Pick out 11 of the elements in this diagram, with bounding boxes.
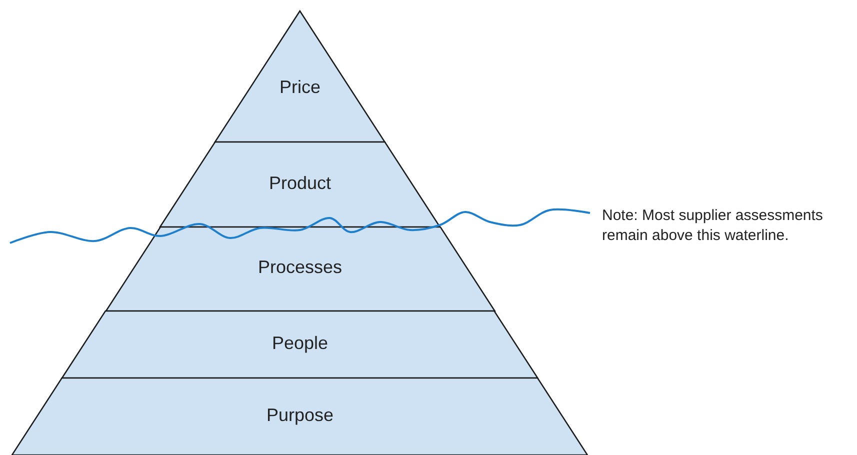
pyramid-tier — [11, 377, 589, 455]
tier-label: Purpose — [266, 404, 334, 426]
note-text: Note: Most supplier assessments remain above this waterline. — [602, 206, 824, 246]
pyramid-tier — [104, 226, 496, 312]
tier-label: Price — [279, 76, 320, 98]
pyramid-tier — [60, 310, 539, 379]
tier-label: People — [272, 332, 328, 354]
pyramid-tier — [158, 141, 442, 228]
pyramid-tier — [214, 10, 386, 143]
tier-label: Processes — [258, 257, 342, 278]
tier-label: Product — [268, 172, 332, 194]
